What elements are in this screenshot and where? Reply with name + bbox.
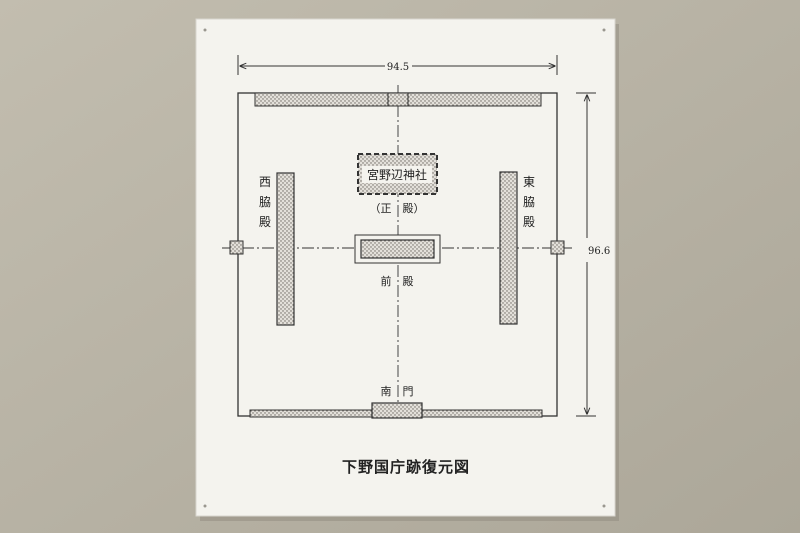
west-gate-marker xyxy=(229,240,244,255)
west-hall xyxy=(276,172,295,326)
height-dimension xyxy=(576,92,596,417)
north-gate xyxy=(387,92,409,107)
south-gate-label: 南 門 xyxy=(381,385,414,398)
shrine-label-bg xyxy=(362,166,432,183)
height-dimension-label: 96.6 xyxy=(588,246,610,257)
north-building xyxy=(254,92,542,107)
shrine-label: 宮野辺神社 xyxy=(367,167,427,182)
screw-bottom-left xyxy=(203,504,207,508)
screw-bottom-right xyxy=(602,504,606,508)
front-hall xyxy=(360,239,435,259)
screw-top-right xyxy=(602,28,606,32)
east-hall-label: 東脇殿 xyxy=(523,175,535,229)
east-hall xyxy=(499,171,518,325)
board-screws xyxy=(203,28,606,508)
front-hall-label: 前 殿 xyxy=(381,274,414,288)
south-building-east xyxy=(421,409,543,418)
diagram-title: 下野国庁跡復元図 xyxy=(342,458,470,476)
west-hall-label: 西脇殿 xyxy=(259,175,271,229)
width-dimension-label: 94.5 xyxy=(387,62,409,73)
screw-top-left xyxy=(203,28,207,32)
south-building-west xyxy=(249,409,373,418)
width-dimension xyxy=(237,55,558,75)
south-gate xyxy=(371,402,423,419)
main-hall-label: （正 殿） xyxy=(370,202,425,215)
east-gate-marker xyxy=(550,240,565,255)
